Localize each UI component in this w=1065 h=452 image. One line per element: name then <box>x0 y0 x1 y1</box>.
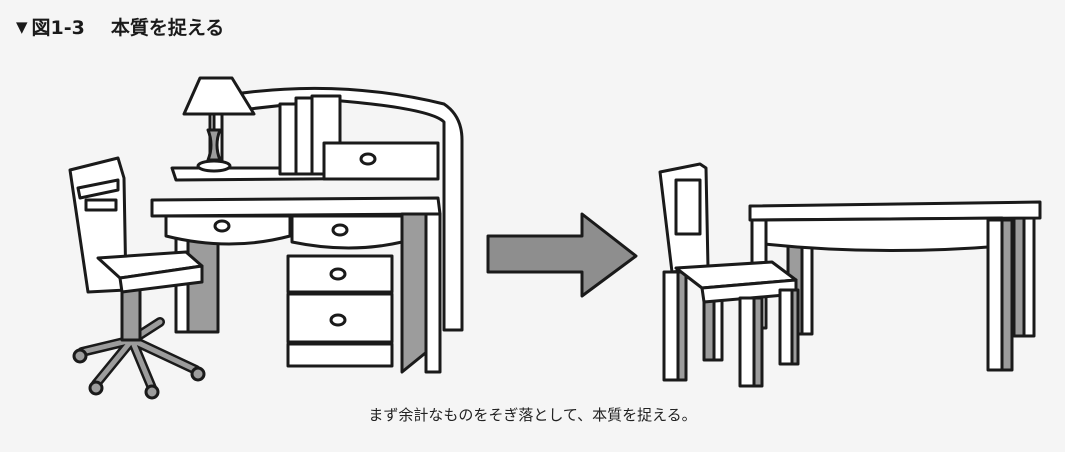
study-desk-icon <box>150 76 464 374</box>
figure-number: 図1-3 <box>31 17 85 39</box>
office-chair-icon <box>68 156 206 400</box>
figure-caption: まず余計なものをそぎ落として、本質を捉える。 <box>368 406 697 424</box>
simple-chair-icon <box>658 162 800 388</box>
hutch-drawer <box>322 141 440 181</box>
figure-title: ▼ 図1-3 本質を捉える <box>16 13 224 40</box>
desk-lamp-icon <box>182 76 256 173</box>
triangle-marker-icon: ▼ <box>16 17 28 36</box>
figure-heading: 本質を捉える <box>110 17 225 39</box>
simple-table-icon <box>748 200 1042 372</box>
right-arrow-icon <box>486 212 638 298</box>
